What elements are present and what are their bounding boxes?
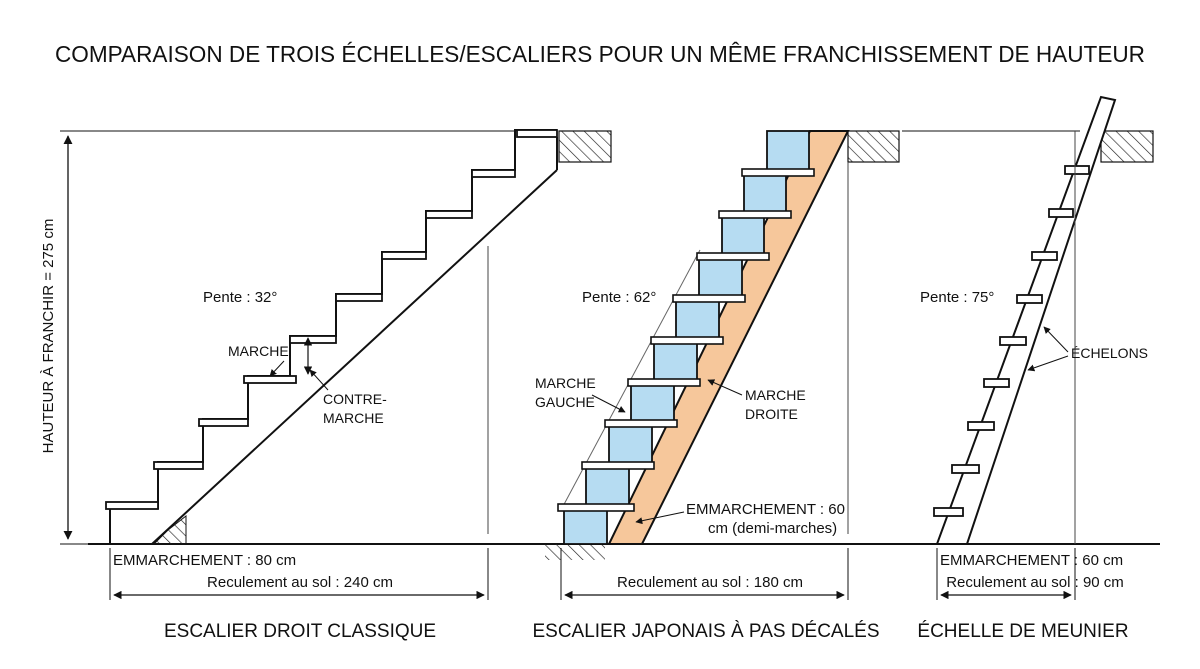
panel-miller-ladder: Pente : 75° ÉCHELONS EMMARCHEMENT : 60 c… <box>902 95 1154 642</box>
japanese-stair-steps <box>563 130 810 545</box>
japanese-stair-foot-hatch <box>545 544 605 560</box>
japanese-stair-caption: ESCALIER JAPONAIS À PAS DÉCALÉS <box>532 621 879 642</box>
classic-stair-foot-hatch <box>152 514 187 545</box>
classic-stair-treads <box>105 129 558 510</box>
riser-label-2: MARCHE <box>323 410 384 426</box>
classic-stair-stringer <box>151 169 558 545</box>
miller-width-label: EMMARCHEMENT : 60 cm <box>940 552 1123 569</box>
right-step-label-1: MARCHE <box>745 387 806 403</box>
classic-stair-caption: ESCALIER DROIT CLASSIQUE <box>164 621 436 642</box>
japanese-slope-label: Pente : 62° <box>582 289 656 306</box>
height-label: HAUTEUR À FRANCHIR = 275 cm <box>40 219 57 454</box>
miller-ladder-rungs <box>933 165 1090 517</box>
miller-slope-label: Pente : 75° <box>920 289 994 306</box>
classic-run-label: Reculement au sol : 240 cm <box>207 574 393 591</box>
tread-label: MARCHE <box>228 343 289 359</box>
japanese-width-label-1: EMMARCHEMENT : 60 <box>686 501 845 518</box>
upper-floor-1 <box>558 130 612 163</box>
diagram-title: COMPARAISON DE TROIS ÉCHELLES/ESCALIERS … <box>55 41 1145 67</box>
japanese-stair-treads <box>557 168 815 512</box>
upper-floor-2 <box>847 130 900 163</box>
miller-ladder-caption: ÉCHELLE DE MEUNIER <box>917 621 1128 642</box>
miller-run-label: Reculement au sol : 90 cm <box>946 574 1124 591</box>
japanese-run-label: Reculement au sol : 180 cm <box>617 574 803 591</box>
height-dimension: HAUTEUR À FRANCHIR = 275 cm <box>40 130 515 545</box>
classic-slope-label: Pente : 32° <box>203 289 277 306</box>
miller-ladder-rails <box>935 95 1117 545</box>
rungs-label: ÉCHELONS <box>1071 345 1148 361</box>
panel-classic-stair: Pente : 32° MARCHE CONTRE- MARCHE EMMARC… <box>105 129 612 642</box>
upper-floor-3 <box>1100 130 1154 163</box>
right-step-label-2: DROITE <box>745 406 798 422</box>
panel-japanese-stair: Pente : 62° MARCHE GAUCHE MARCHE DROITE … <box>532 130 900 642</box>
japanese-stair-stringer <box>607 130 850 545</box>
classic-width-label: EMMARCHEMENT : 80 cm <box>113 552 296 569</box>
left-step-label-2: GAUCHE <box>535 394 595 410</box>
left-step-label-1: MARCHE <box>535 375 596 391</box>
japanese-width-label-2: cm (demi-marches) <box>708 520 837 537</box>
riser-label-1: CONTRE- <box>323 391 387 407</box>
